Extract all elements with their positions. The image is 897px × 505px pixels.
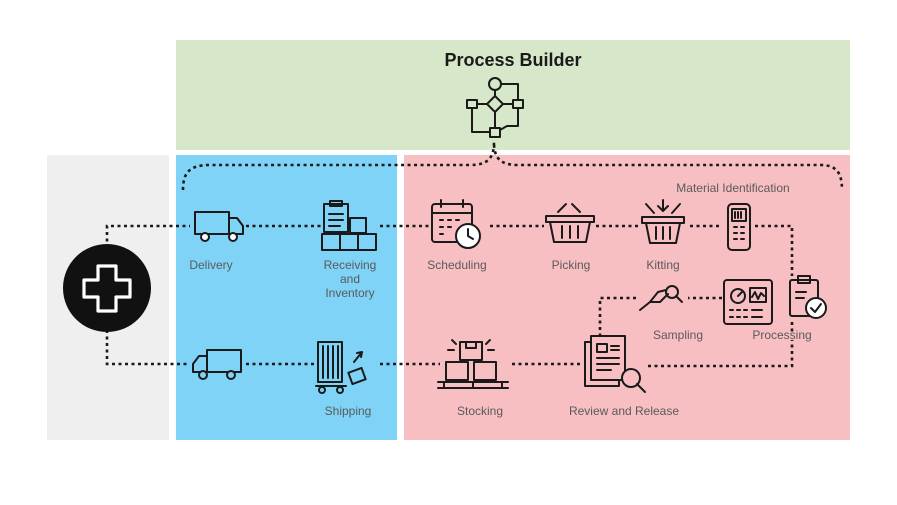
- sampling-hand-icon: [639, 285, 683, 311]
- kitting-basket-icon: [641, 199, 685, 244]
- receiving-label-line3: Inventory: [325, 286, 375, 300]
- delivery-label: Delivery: [189, 258, 233, 272]
- page-title: Process Builder: [444, 50, 582, 70]
- material-identification-label: Material Identification: [676, 181, 790, 195]
- receiving-clipboard-boxes-icon: [321, 200, 377, 251]
- plus-icon: [63, 244, 151, 332]
- shipping-hand-truck-icon: [315, 341, 367, 394]
- processing-label: Processing: [752, 328, 812, 342]
- sampling-label: Sampling: [652, 328, 704, 342]
- sampling-connector: [598, 296, 794, 336]
- kitting-label: Kitting: [646, 258, 680, 272]
- basket-icon: [545, 203, 595, 243]
- processing-machine-icon: [723, 279, 773, 325]
- receiving-label-line1: Receiving: [323, 258, 377, 272]
- shipping-label: Shipping: [324, 404, 372, 418]
- process-builder-panel: [176, 40, 850, 150]
- logistics-zone: [176, 155, 397, 440]
- scheduling-label: Scheduling: [427, 258, 487, 272]
- review-document-magnifier-icon: [584, 335, 646, 393]
- top-flow-connector: [105, 224, 794, 276]
- delivery-truck-icon: [194, 211, 244, 242]
- stocking-pallet-icon: [437, 339, 509, 389]
- calendar-clock-icon: [431, 199, 481, 249]
- picking-label: Picking: [551, 258, 591, 272]
- shipping-truck-icon: [192, 349, 242, 380]
- bottom-flow-connector: [105, 330, 794, 368]
- review-release-label: Review and Release: [568, 404, 680, 418]
- flowchart-icon: [466, 77, 524, 138]
- scanner-icon: [727, 203, 751, 251]
- stocking-label: Stocking: [456, 404, 504, 418]
- receiving-label-line2: and: [339, 272, 361, 286]
- clipboard-check-icon: [789, 275, 827, 319]
